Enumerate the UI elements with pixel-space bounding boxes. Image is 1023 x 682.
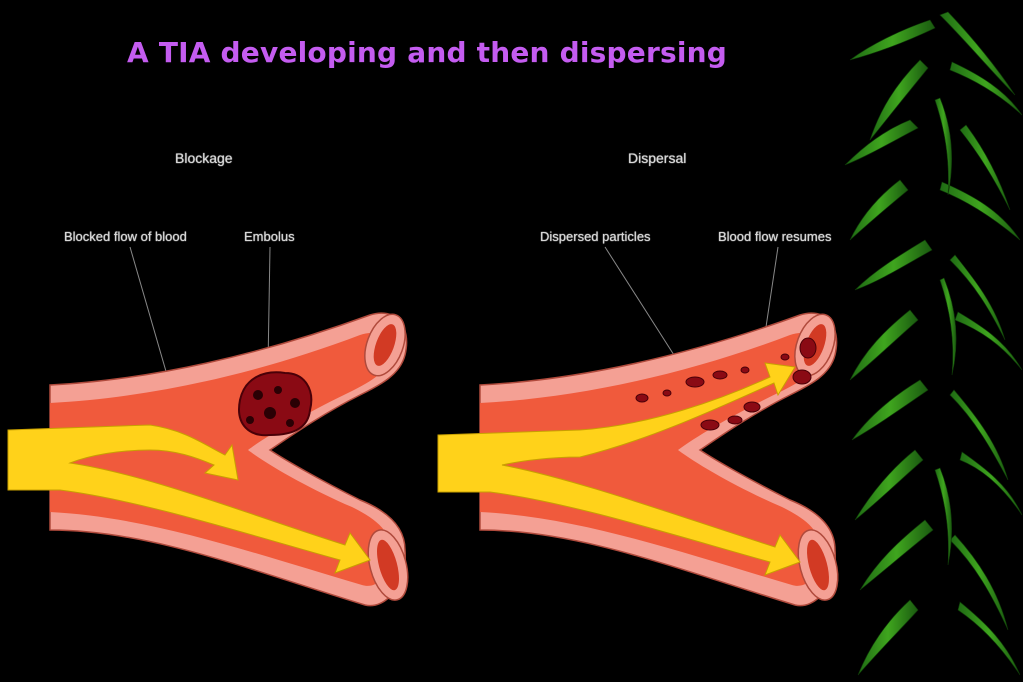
embolus-label: Embolus [244, 229, 295, 244]
lower-branch-lumen [807, 539, 829, 591]
dispersed-artery-illustration [437, 246, 839, 607]
resumed-flow-arrow [437, 362, 801, 576]
blockage-panel: Blockage Blocked flow of blood Embolus [0, 145, 430, 625]
lower-branch-lumen [377, 539, 399, 591]
embolus-clot [238, 371, 313, 437]
blocked-artery-illustration [7, 246, 409, 607]
blocked-flow-arrow [7, 424, 371, 574]
bamboo-leaves-decoration [844, 11, 1023, 676]
embolus-leader-line [267, 246, 271, 366]
blood-flow-resumes-label: Blood flow resumes [718, 229, 832, 244]
dispersal-heading: Dispersal [628, 150, 687, 166]
dispersed-particles-label: Dispersed particles [540, 229, 651, 244]
blocked-flow-label: Blocked flow of blood [64, 229, 187, 244]
slide-title: A TIA developing and then dispersing [127, 36, 728, 69]
dispersal-panel: Dispersal Dispersed particles Blood flow… [430, 145, 860, 625]
upper-branch-lumen [373, 324, 397, 366]
blockage-heading: Blockage [175, 150, 233, 166]
dispersed-particles [635, 337, 817, 431]
